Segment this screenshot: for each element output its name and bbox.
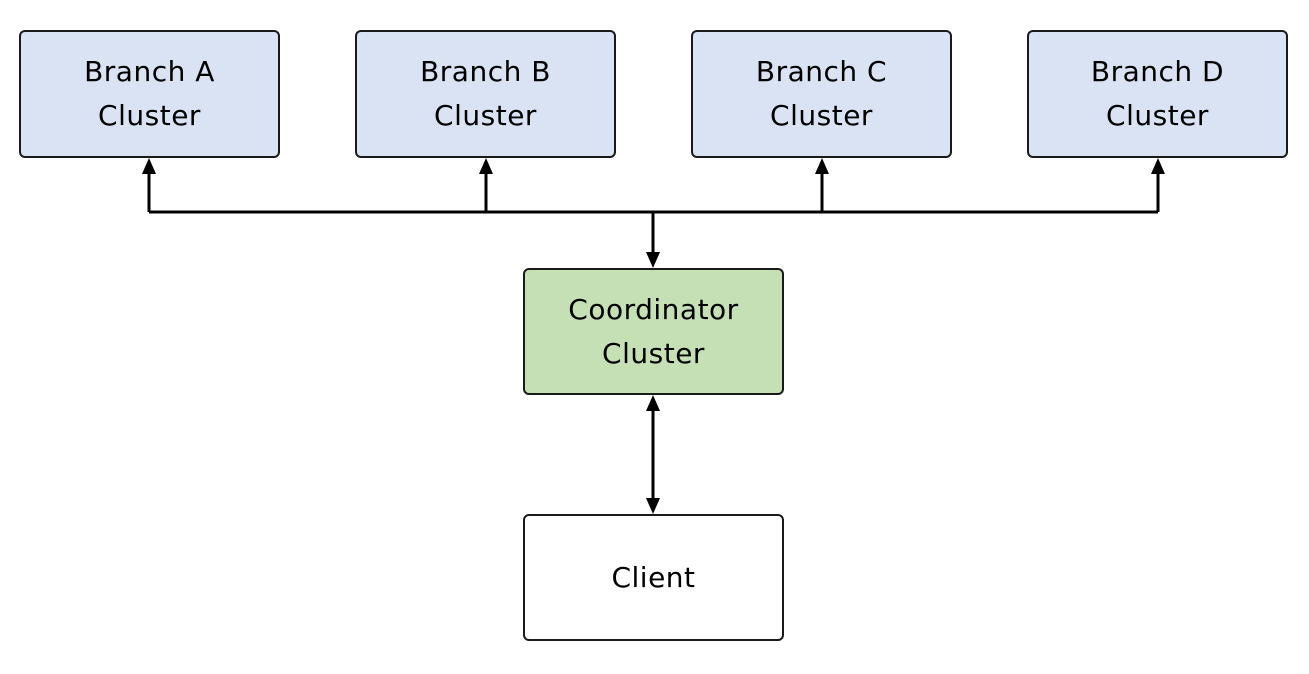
arrowhead-coordinator-top xyxy=(646,252,660,268)
arrowhead-branch-b xyxy=(479,158,493,174)
branch-a-label-line2: Cluster xyxy=(98,99,201,132)
arrowhead-client xyxy=(646,498,660,514)
client-label: Client xyxy=(611,560,696,594)
client-node[interactable]: Client xyxy=(523,514,784,641)
arrowhead-branch-c xyxy=(815,158,829,174)
branch-d-label-line1: Branch D xyxy=(1090,55,1225,88)
branch-c-cluster-node[interactable]: Branch C Cluster xyxy=(691,30,952,158)
arrowhead-branch-a xyxy=(142,158,156,174)
branch-c-label-line1: Branch C xyxy=(755,55,888,88)
branch-b-label-line2: Cluster xyxy=(434,99,537,132)
branch-b-label-line1: Branch B xyxy=(420,55,551,88)
coordinator-cluster-node[interactable]: Coordinator Cluster xyxy=(523,268,784,395)
branch-b-cluster-node[interactable]: Branch B Cluster xyxy=(355,30,616,158)
branch-c-label-line2: Cluster xyxy=(770,99,873,132)
branch-d-cluster-node[interactable]: Branch D Cluster xyxy=(1027,30,1288,158)
arrowhead-coordinator-bottom xyxy=(646,395,660,411)
branch-a-label-line1: Branch A xyxy=(84,55,215,88)
branch-d-label-line2: Cluster xyxy=(1106,99,1209,132)
coordinator-label-line1: Coordinator xyxy=(568,292,739,326)
arrowhead-branch-d xyxy=(1151,158,1165,174)
branch-a-cluster-node[interactable]: Branch A Cluster xyxy=(19,30,280,158)
coordinator-label-line2: Cluster xyxy=(602,336,705,370)
